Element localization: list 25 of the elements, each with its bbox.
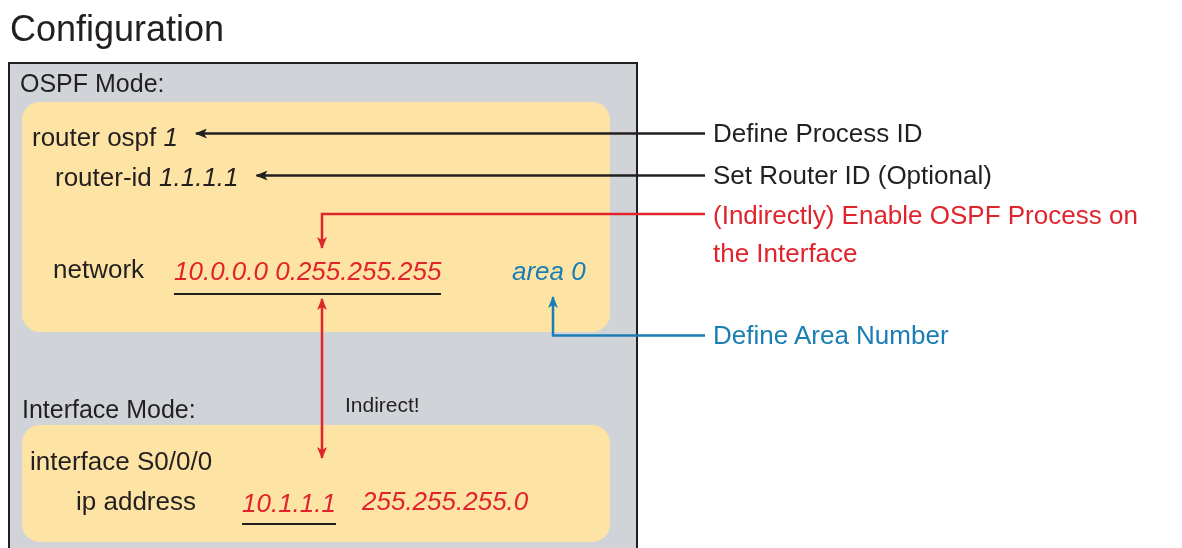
network-address: 10.0.0.0 0.255.255.255: [174, 256, 442, 295]
command-text: ip address: [76, 486, 196, 517]
annotation-text: Set Router ID (Optional): [713, 160, 992, 191]
config-section: [22, 102, 610, 332]
ip-address-text: 10.1.1.1: [242, 488, 336, 525]
arrow: [548, 296, 705, 337]
arrow: [317, 212, 705, 249]
annotation-text: (Indirectly) Enable OSPF Process on the Interface: [713, 196, 1145, 272]
arrow: [317, 298, 327, 459]
section-heading: Interface Mode:: [22, 395, 196, 424]
section-heading: OSPF Mode:: [20, 69, 165, 98]
arrow: [255, 170, 705, 181]
command-text: interface S0/0/0: [30, 446, 213, 477]
arrow: [195, 128, 705, 139]
edge-label: Indirect!: [345, 393, 420, 417]
mask-text: 255.255.255.0: [362, 486, 529, 517]
area-text: area 0: [512, 256, 586, 287]
config-section: [22, 425, 610, 542]
annotation-text: Define Process ID: [713, 118, 923, 149]
diagram-title: Configuration: [10, 8, 225, 50]
annotation-text: Define Area Number: [713, 320, 949, 351]
mode-panel: [8, 62, 638, 548]
command-text: router-id 1.1.1.1: [55, 162, 239, 193]
command-text: network: [53, 254, 145, 285]
command-text: router ospf 1: [32, 122, 178, 153]
